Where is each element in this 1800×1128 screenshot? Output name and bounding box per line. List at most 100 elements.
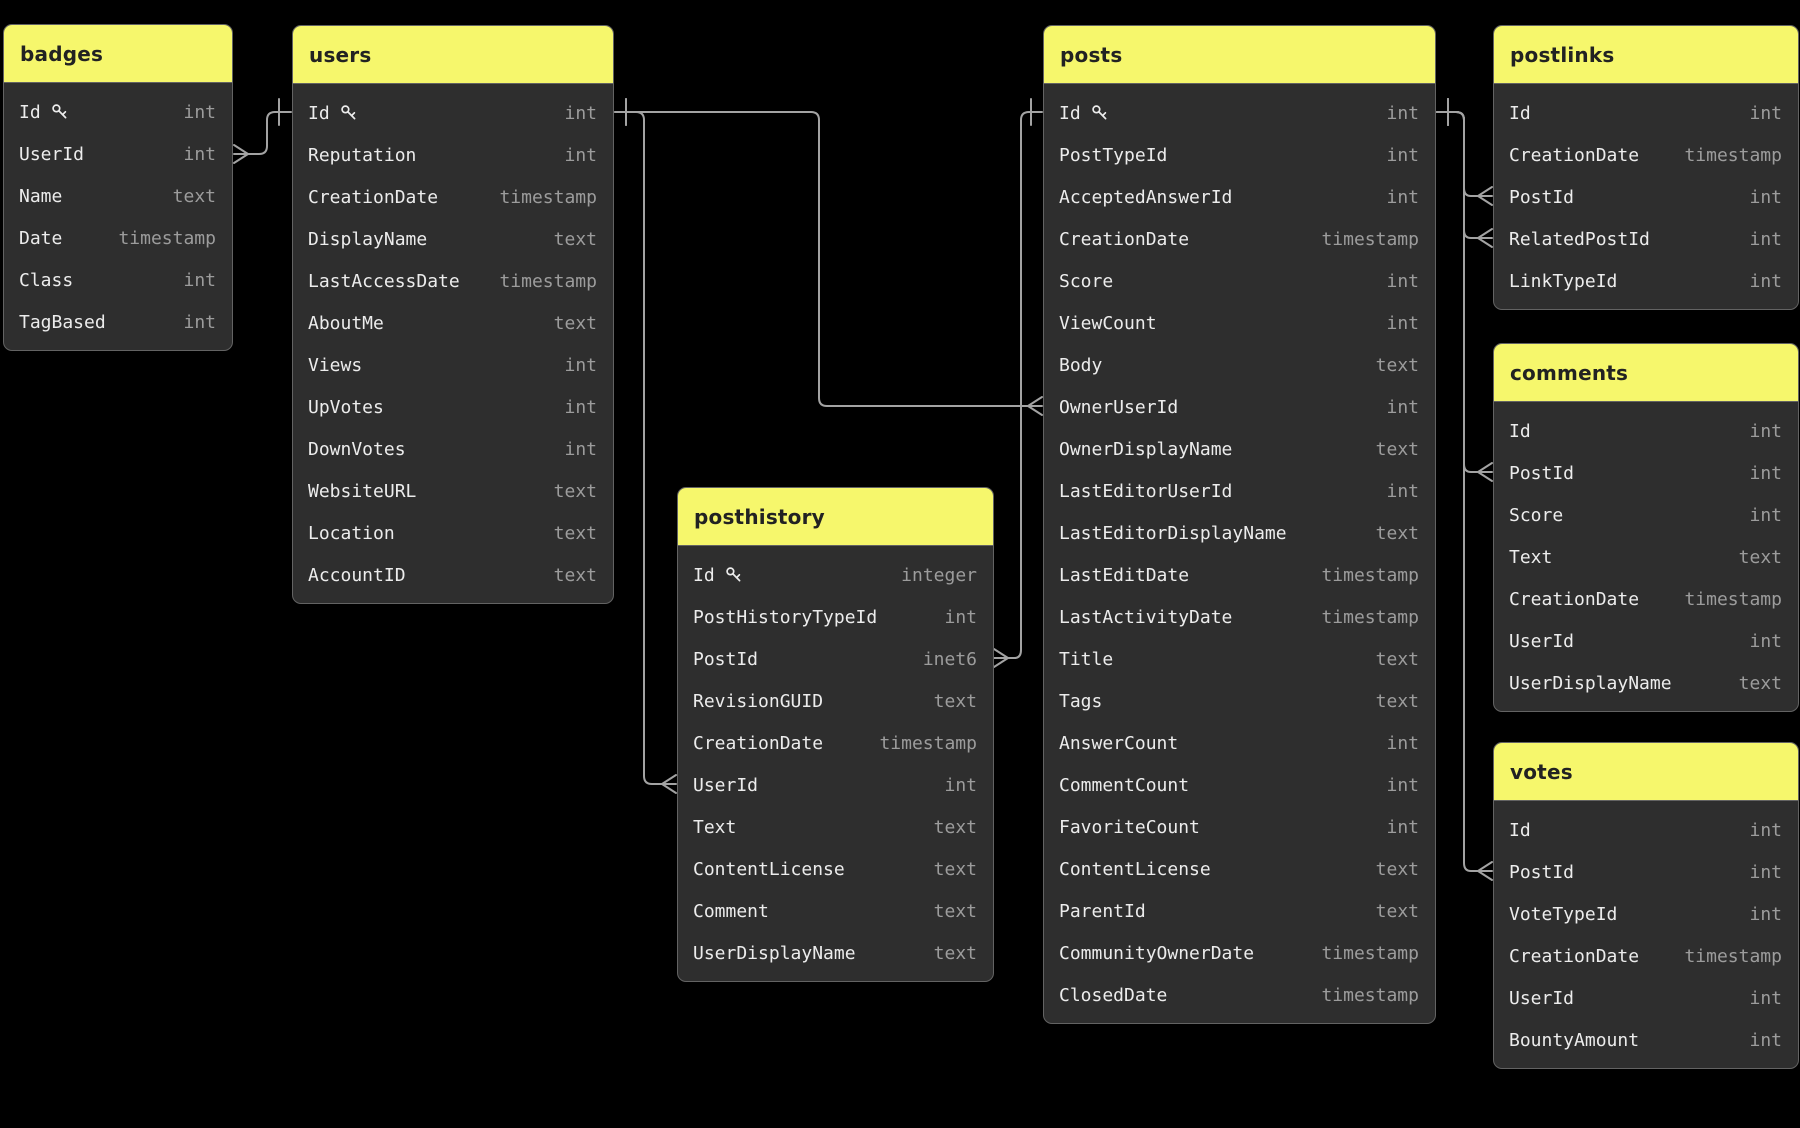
table-header-badges[interactable]: badges bbox=[4, 25, 232, 83]
relationship-wire[interactable] bbox=[1436, 111, 1479, 239]
field-name: AboutMe bbox=[308, 312, 384, 334]
field-type: text bbox=[1738, 672, 1782, 694]
field-type: int bbox=[1386, 732, 1419, 754]
relationship-wire[interactable] bbox=[247, 111, 292, 155]
table-header-votes[interactable]: votes bbox=[1494, 743, 1798, 801]
relationship-users.Id-to-badges.UserId[interactable] bbox=[233, 98, 292, 164]
table-header-users[interactable]: users bbox=[293, 26, 613, 84]
relationship-posts.Id-to-votes.PostId[interactable] bbox=[1436, 98, 1493, 881]
relationship-users.Id-to-posts.OwnerUserId[interactable] bbox=[614, 98, 1043, 416]
relationship-wire[interactable] bbox=[1436, 111, 1479, 473]
table-header-posts[interactable]: posts bbox=[1044, 26, 1435, 84]
relationship-posts.Id-to-posthistory.PostId[interactable] bbox=[993, 98, 1043, 668]
relationship-wire[interactable] bbox=[1436, 111, 1479, 197]
field-type: int bbox=[564, 102, 597, 124]
relationship-wire[interactable] bbox=[614, 111, 1029, 407]
table-header-posthistory[interactable]: posthistory bbox=[678, 488, 993, 546]
relationship-wire[interactable] bbox=[1436, 111, 1479, 872]
relationship-users.Id-to-posthistory.UserId[interactable] bbox=[614, 98, 677, 794]
table-header-comments[interactable]: comments bbox=[1494, 344, 1798, 402]
table-header-postlinks[interactable]: postlinks bbox=[1494, 26, 1798, 84]
relationship-wire[interactable] bbox=[1007, 111, 1043, 659]
relationship-wire[interactable] bbox=[614, 111, 663, 785]
